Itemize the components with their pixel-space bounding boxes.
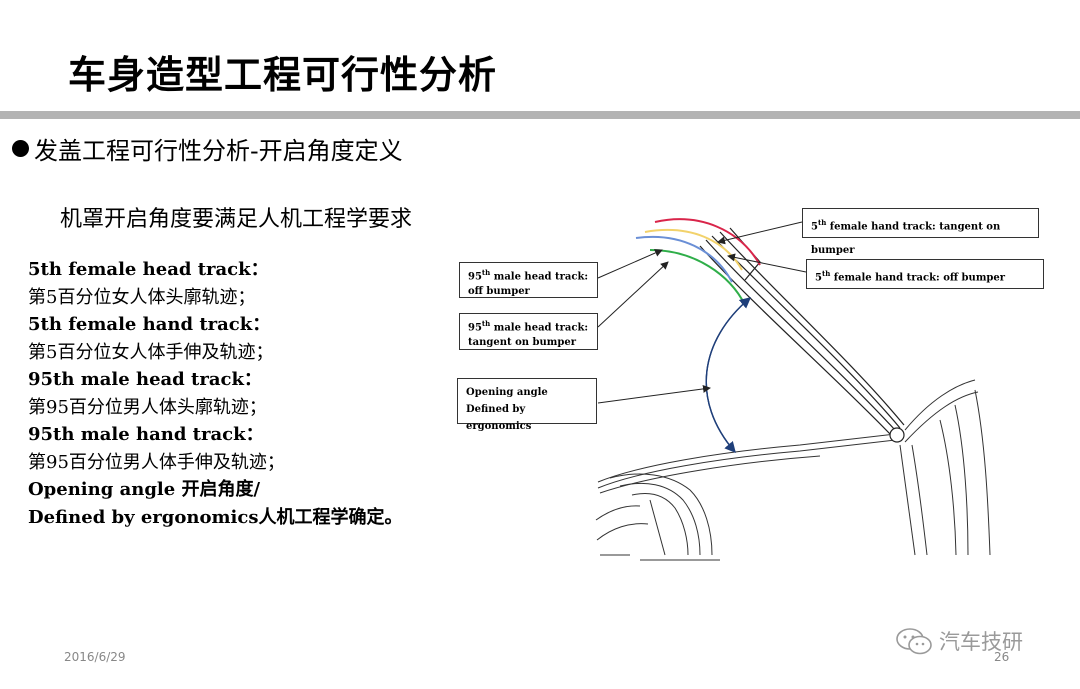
desc-en-1: 5th female head track：: [28, 259, 269, 280]
description-list: 5th female head track： 第5百分位女人体头廓轨迹； 5th…: [28, 256, 402, 531]
title-rule: [0, 111, 1080, 119]
footer-date: 2016/6/29: [64, 650, 126, 664]
desc-cn-2: 第5百分位女人体手伸及轨迹；: [28, 341, 274, 363]
bullet-heading: 发盖工程可行性分析-开启角度定义: [34, 137, 403, 165]
track-male-head-blue: [635, 235, 733, 283]
slide-title: 车身造型工程可行性分析: [68, 53, 498, 97]
watermark-text: 汽车技研: [939, 630, 1023, 654]
callout-male-head-tangent: 95th male head track: tangent on bumper: [459, 313, 598, 350]
track-male-hand-green: [649, 249, 746, 306]
callout-female-hand-off: 5th female hand track: off bumper: [806, 259, 1044, 289]
opening-line-2: Defined by ergonomics人机工程学确定。: [28, 506, 403, 528]
opening-line-1: Opening angle 开启角度/: [28, 479, 261, 500]
track-female-hand-red: [654, 218, 761, 266]
callout-male-head-off: 95th male head track: off bumper: [459, 262, 598, 298]
callout-opening-angle: Opening angle Defined by ergonomics: [457, 378, 597, 432]
wechat-icon: [896, 628, 932, 655]
callout-arrows: [597, 221, 807, 404]
desc-cn-1: 第5百分位女人体头廓轨迹；: [28, 286, 256, 308]
bullet-dot: [12, 140, 29, 157]
hinge-point: [889, 427, 905, 443]
callout-female-hand-tangent: 5th female hand track: tangent on bumper: [802, 208, 1039, 256]
desc-en-2: 5th female hand track：: [28, 314, 271, 335]
car-body-outline: [595, 379, 991, 561]
desc-cn-4: 第95百分位男人体手伸及轨迹；: [28, 451, 285, 473]
desc-en-4: 95th male hand track：: [28, 424, 264, 445]
page-number: 26: [994, 650, 1010, 664]
subtitle: 机罩开启角度要满足人机工程学要求: [60, 207, 413, 232]
desc-cn-3: 第95百分位男人体头廓轨迹；: [28, 396, 267, 418]
desc-en-3: 95th male head track：: [28, 369, 262, 390]
watermark: 汽车技研: [895, 626, 1023, 656]
track-female-head-yellow: [644, 228, 743, 271]
